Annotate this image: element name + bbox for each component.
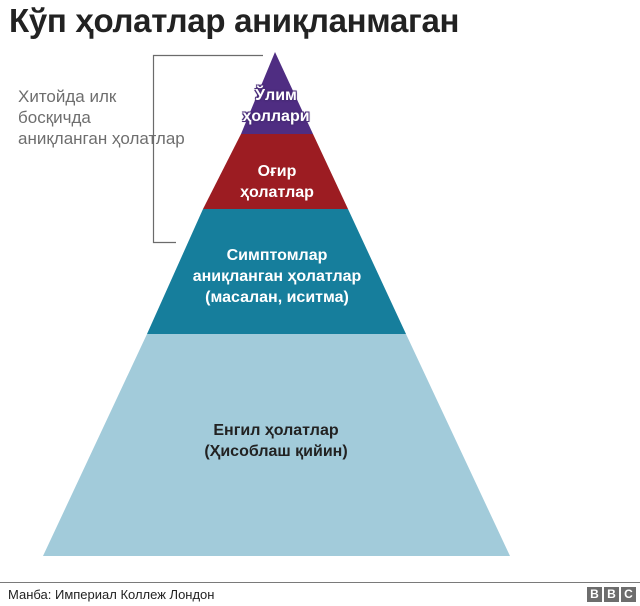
side-note-line: Хитойда илк [18, 87, 117, 106]
side-note-line: босқичда [18, 108, 91, 127]
bbc-logo-letter: B [604, 587, 619, 602]
bbc-logo-letter: C [621, 587, 636, 602]
label-symptomatic: Симптомлар аниқланган ҳолатлар (масалан,… [192, 247, 362, 306]
label-mild: Енгил ҳолатлар (Ҳисоблаш қийин) [204, 422, 348, 460]
layer-severe [203, 134, 348, 209]
layer-symptomatic [147, 209, 406, 334]
layer-deaths [241, 52, 313, 134]
footer-divider [0, 582, 640, 583]
label-deaths: Ўлим ҳоллари [242, 87, 310, 125]
chart-title: Кўп ҳолатлар аниқланмаган [9, 2, 460, 39]
layer-mild [43, 334, 510, 556]
label-severe: Оғир ҳолатлар [240, 163, 314, 201]
source-text: Манба: Империал Коллеж Лондон [8, 587, 215, 602]
bbc-logo: B B C [587, 587, 636, 602]
bbc-logo-letter: B [587, 587, 602, 602]
side-note: Хитойда илк босқичда аниқланган ҳолатлар [18, 86, 218, 149]
side-note-line: аниқланган ҳолатлар [18, 129, 185, 148]
